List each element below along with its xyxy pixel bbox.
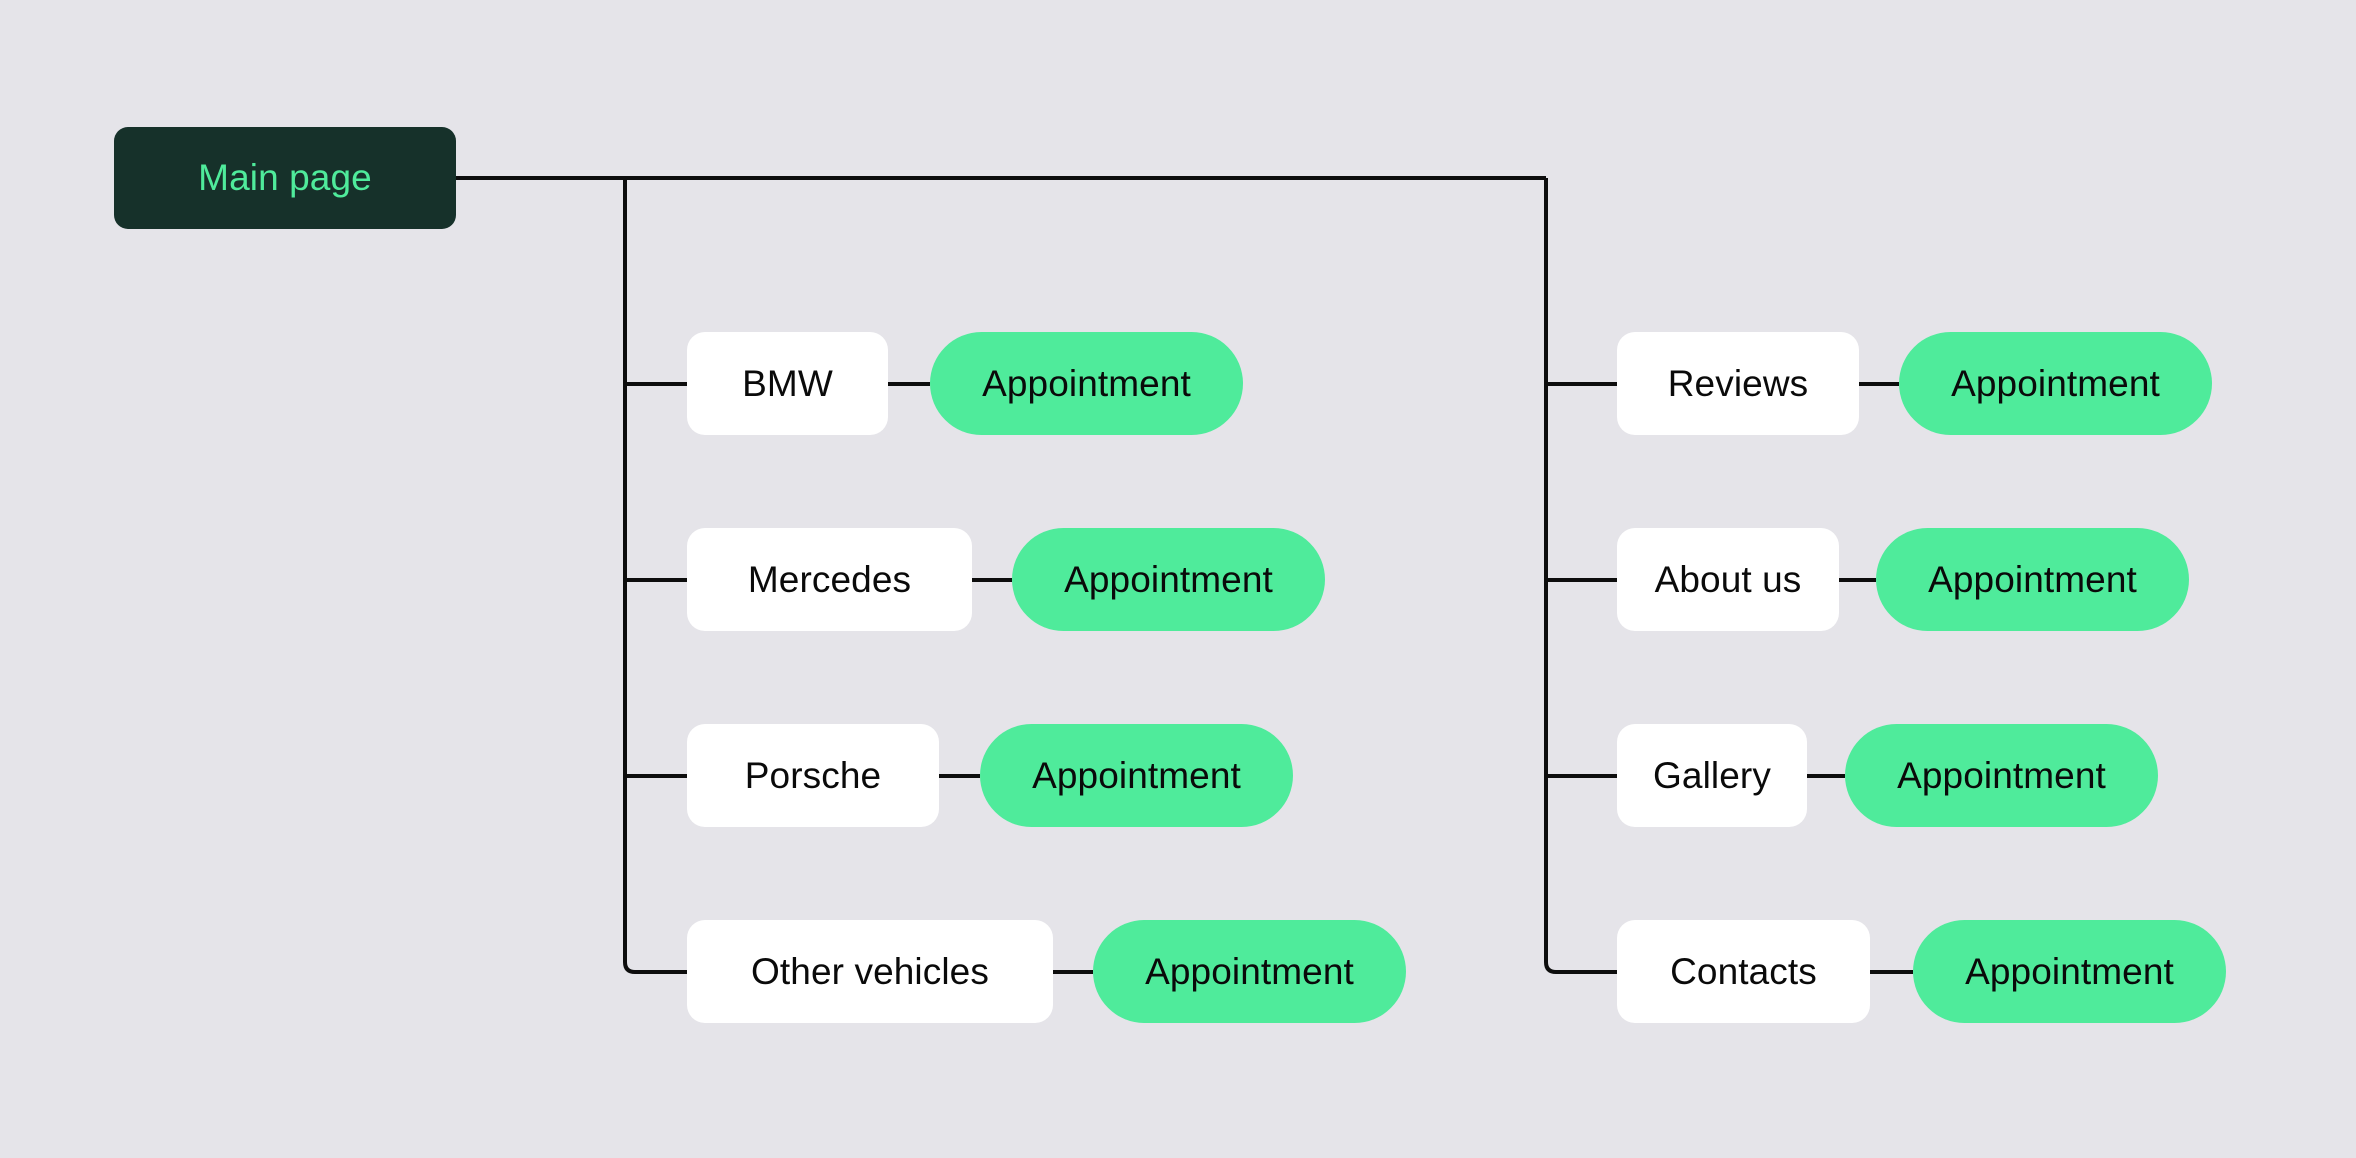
appointment-pill-porsche[interactable]: Appointment xyxy=(980,724,1293,827)
appointment-pill-contacts[interactable]: Appointment xyxy=(1913,920,2226,1023)
page-node-gallery[interactable]: Gallery xyxy=(1617,724,1807,827)
appointment-pill-mercedes[interactable]: Appointment xyxy=(1012,528,1325,631)
page-node-about-us[interactable]: About us xyxy=(1617,528,1839,631)
page-node-reviews[interactable]: Reviews xyxy=(1617,332,1859,435)
page-node-mercedes[interactable]: Mercedes xyxy=(687,528,972,631)
appointment-pill-about-us[interactable]: Appointment xyxy=(1876,528,2189,631)
page-node-porsche[interactable]: Porsche xyxy=(687,724,939,827)
page-node-contacts[interactable]: Contacts xyxy=(1617,920,1870,1023)
branch-trunk-info-branch xyxy=(1544,178,1557,974)
appointment-pill-reviews[interactable]: Appointment xyxy=(1899,332,2212,435)
root-node-main-page[interactable]: Main page xyxy=(114,127,456,229)
branch-trunk-vehicles-branch xyxy=(623,178,636,974)
appointment-pill-gallery[interactable]: Appointment xyxy=(1845,724,2158,827)
appointment-pill-other-vehicles[interactable]: Appointment xyxy=(1093,920,1406,1023)
page-node-bmw[interactable]: BMW xyxy=(687,332,888,435)
appointment-pill-bmw[interactable]: Appointment xyxy=(930,332,1243,435)
page-node-other-vehicles[interactable]: Other vehicles xyxy=(687,920,1053,1023)
